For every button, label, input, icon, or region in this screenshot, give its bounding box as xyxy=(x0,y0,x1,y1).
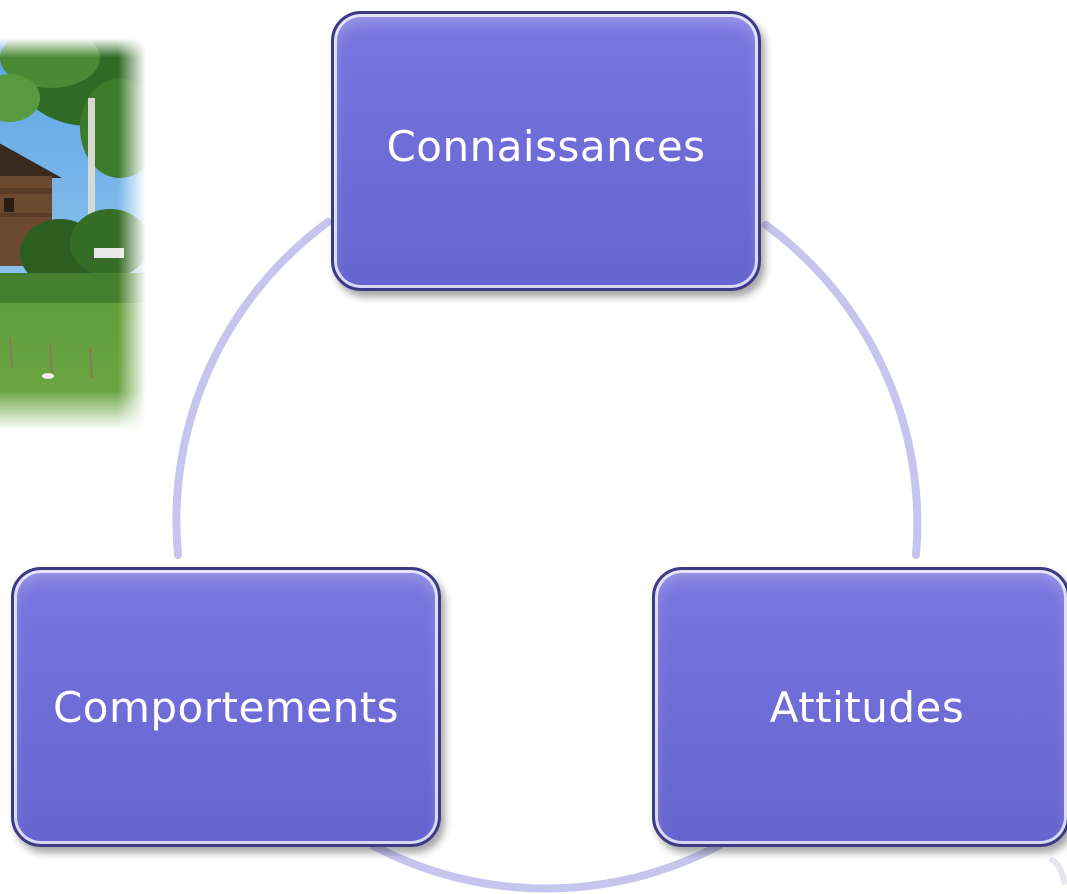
cycle-node-attitudes: Attitudes xyxy=(652,567,1067,847)
corner-remnant-arc xyxy=(1049,857,1067,885)
node-label: Comportements xyxy=(52,682,400,732)
connector-arc-top-right xyxy=(762,221,922,559)
node-label: Attitudes xyxy=(769,682,965,732)
cycle-node-comportements: Comportements xyxy=(11,567,441,847)
farm-photo-image xyxy=(0,38,146,430)
connector-arc-left-top xyxy=(172,218,332,559)
connector-arc-right-left xyxy=(368,841,724,893)
farm-landscape-photo xyxy=(0,38,146,430)
node-label: Connaissances xyxy=(386,121,706,171)
cycle-node-connaissances: Connaissances xyxy=(331,11,761,291)
